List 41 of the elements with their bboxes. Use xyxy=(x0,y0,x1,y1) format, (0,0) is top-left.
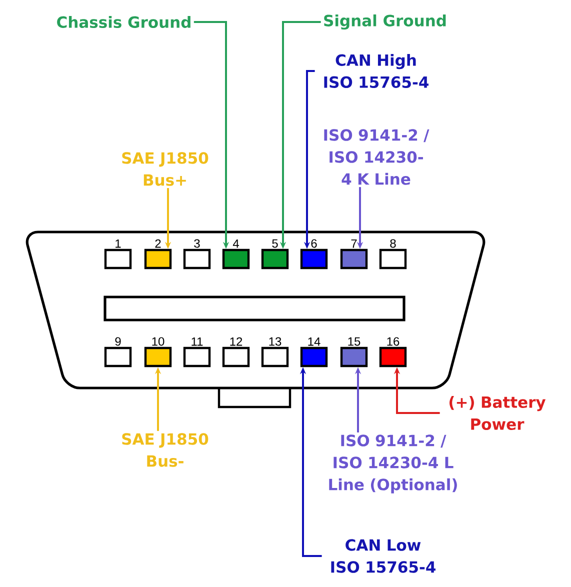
node-label: 5 xyxy=(272,239,278,248)
node-label: 4 xyxy=(232,239,239,248)
node-label: 8 xyxy=(390,239,396,248)
pin-label: (+) Battery Power xyxy=(450,396,546,430)
node-label: 16 xyxy=(387,337,400,346)
node-label: 6 xyxy=(311,239,317,248)
pin: 9 xyxy=(104,337,132,368)
pin: 8 xyxy=(379,239,407,270)
node-label: 9 xyxy=(115,337,121,346)
pin: 13 xyxy=(261,337,289,368)
pin-label: CAN Low ISO 15765-4 xyxy=(331,539,436,573)
pin: 2 xyxy=(144,239,172,270)
pin-label: ISO 9141-2 / ISO 14230-4 L Line (Optional) xyxy=(329,434,457,494)
pin-label: SAE J1850 Bus- xyxy=(122,433,208,467)
pin: 14 xyxy=(300,337,328,368)
pin: 11 xyxy=(183,337,211,368)
pin: 7 xyxy=(340,239,368,270)
pin: 5 xyxy=(261,239,289,270)
node-label: 7 xyxy=(351,239,357,248)
node-label: 1 xyxy=(116,239,121,248)
pin-label: Chassis Ground xyxy=(57,16,190,28)
pin: 16 xyxy=(379,337,407,368)
pin-label: ISO 9141-2 / ISO 14230-4 K Line xyxy=(324,129,430,185)
node-label: 15 xyxy=(348,337,360,346)
node-label: 13 xyxy=(269,337,282,346)
pin: 10 xyxy=(144,337,172,368)
node-label: 11 xyxy=(192,337,203,346)
pin: 6 xyxy=(300,239,328,270)
node-label: 14 xyxy=(308,337,320,346)
pin: 4 xyxy=(222,239,250,270)
pin: 15 xyxy=(340,337,368,368)
node-label: 12 xyxy=(230,337,242,346)
pin-label: SAE J1850 Bus+ xyxy=(122,152,208,186)
pin: 1 xyxy=(104,239,132,270)
pin: 12 xyxy=(222,337,250,368)
node-label: 10 xyxy=(152,337,164,346)
pin-label: CAN High ISO 15765-4 xyxy=(324,54,428,88)
pin: 3 xyxy=(183,239,211,270)
node-label: 3 xyxy=(194,239,200,248)
node-label: 2 xyxy=(155,239,161,248)
pin-label: Signal Ground xyxy=(324,14,446,30)
